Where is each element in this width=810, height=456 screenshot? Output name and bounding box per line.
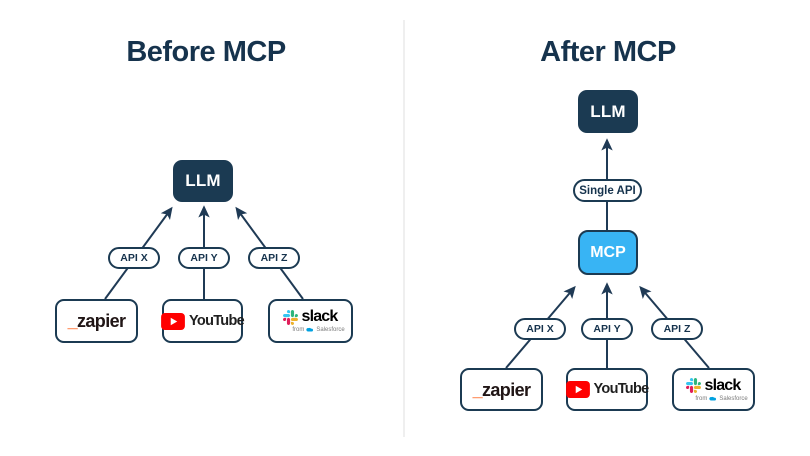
youtube-play-icon	[161, 312, 185, 330]
single-api-pill: Single API	[573, 179, 642, 202]
salesforce-cloud-icon	[709, 396, 717, 400]
slack-node-right: slack from Salesforce	[672, 368, 755, 411]
zapier-logo: _zapier	[68, 312, 126, 330]
youtube-wordmark: YouTube	[189, 312, 245, 329]
slack-from-salesforce: from Salesforce	[695, 396, 747, 402]
zapier-wordmark: zapier	[76, 311, 126, 331]
slack-logo: slack from Salesforce	[679, 376, 748, 402]
slack-pinwheel-icon	[686, 378, 702, 393]
youtube-node-right: YouTube	[565, 368, 650, 411]
slack-sub-from: from	[292, 327, 305, 333]
zapier-underscore: _	[472, 379, 483, 400]
api-x-pill-left: API X	[108, 247, 160, 269]
zapier-node-left: _zapier	[55, 299, 138, 343]
api-z-pill-right: API Z	[651, 318, 703, 340]
zapier-logo: _zapier	[473, 381, 531, 399]
youtube-play-icon	[565, 381, 590, 398]
slack-node-left: slack from Salesforce	[268, 299, 353, 343]
zapier-wordmark: zapier	[481, 379, 531, 400]
slack-logo-row: slack	[686, 376, 741, 394]
slack-sub-from: from	[695, 395, 708, 402]
panel-divider	[403, 20, 405, 437]
youtube-node-left: YouTube	[161, 299, 245, 343]
slack-logo: slack from Salesforce	[276, 308, 345, 333]
llm-node-left: LLM	[173, 160, 233, 202]
youtube-logo: YouTube	[161, 312, 245, 330]
api-x-pill-right: API X	[514, 318, 566, 340]
zapier-underscore: _	[67, 311, 78, 331]
title-before-mcp: Before MCP	[126, 36, 286, 68]
youtube-logo: YouTube	[565, 381, 650, 398]
title-after-mcp: After MCP	[540, 36, 676, 68]
slack-wordmark: slack	[704, 376, 741, 394]
slack-from-salesforce: from Salesforce	[292, 327, 344, 333]
api-y-pill-right: API Y	[581, 318, 633, 340]
api-y-pill-left: API Y	[178, 247, 230, 269]
llm-node-right: LLM	[578, 90, 638, 133]
salesforce-cloud-icon	[306, 327, 314, 332]
slack-sub-salesforce: Salesforce	[719, 395, 748, 402]
youtube-wordmark: YouTube	[593, 381, 650, 398]
slack-logo-row: slack	[283, 308, 338, 325]
slack-wordmark: slack	[301, 308, 338, 325]
api-z-pill-left: API Z	[248, 247, 300, 269]
slack-pinwheel-icon	[283, 309, 299, 325]
zapier-node-right: _zapier	[460, 368, 543, 411]
mcp-node: MCP	[578, 230, 638, 275]
slack-sub-salesforce: Salesforce	[316, 327, 345, 333]
